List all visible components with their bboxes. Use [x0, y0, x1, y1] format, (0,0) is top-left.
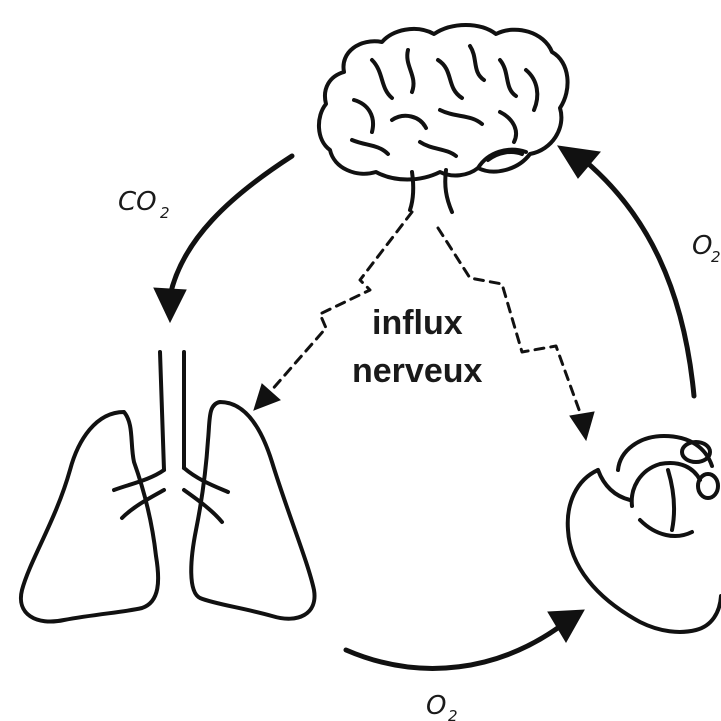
o2-right-flow-arrow	[558, 146, 694, 396]
svg-text:2: 2	[160, 204, 170, 222]
svg-text:O: O	[692, 231, 712, 261]
svg-text:O: O	[426, 691, 446, 721]
svg-text:2: 2	[448, 707, 458, 721]
influx-nerveux-label: influx nerveux	[352, 304, 482, 390]
o2-bottom-label: O 2	[426, 691, 458, 721]
brain-icon	[319, 25, 568, 212]
svg-text:influx: influx	[372, 304, 463, 342]
o2-bottom-flow-arrow	[346, 610, 584, 668]
svg-text:2: 2	[711, 248, 721, 266]
heart-icon	[568, 436, 721, 632]
co2-label: CO 2	[118, 187, 170, 222]
co2-flow-arrow	[154, 156, 292, 322]
svg-text:nerveux: nerveux	[352, 352, 482, 390]
o2-right-label: O 2	[692, 231, 721, 266]
svg-text:CO: CO	[118, 187, 157, 217]
